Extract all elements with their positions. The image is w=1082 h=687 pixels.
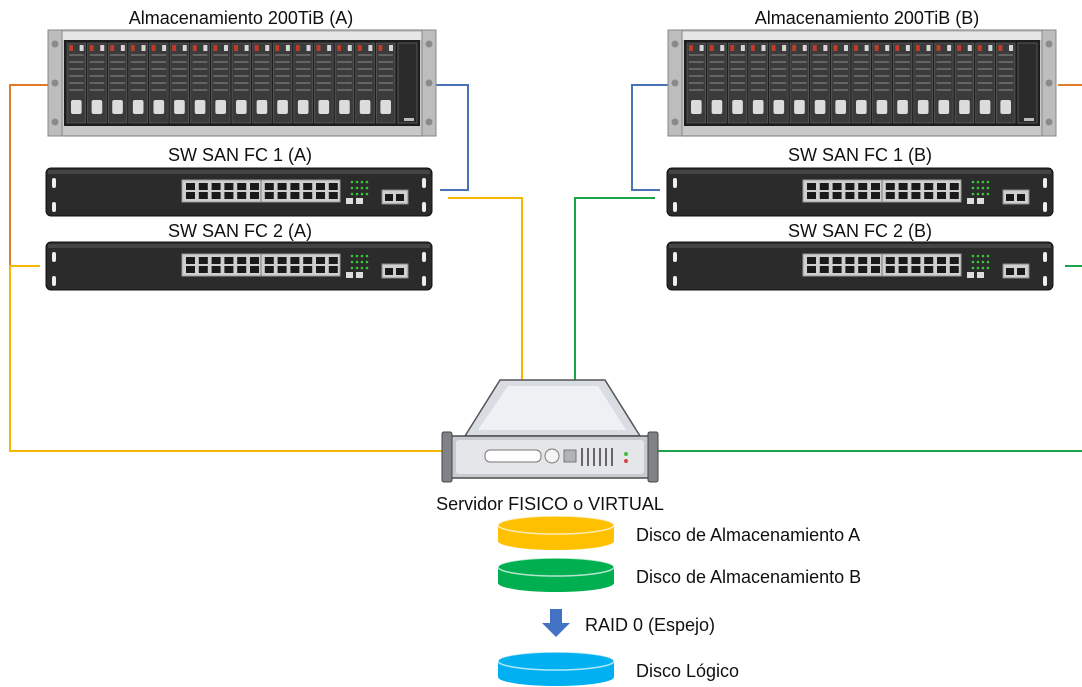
- server-icon: [441, 379, 659, 483]
- drive-bay: [851, 42, 871, 124]
- drive-bay: [686, 42, 706, 124]
- switch-a2-label: SW SAN FC 2 (A): [167, 221, 313, 241]
- legend-disk-a-label: Disco de Almacenamiento A: [636, 525, 861, 545]
- drive-bay: [334, 42, 355, 124]
- drive-bay: [314, 42, 334, 124]
- drive-bay: [789, 42, 810, 124]
- storage-b-label: Almacenamiento 200TiB (B): [754, 8, 980, 28]
- drive-bay: [231, 42, 251, 124]
- switch-b1-label: SW SAN FC 1 (B): [787, 145, 933, 165]
- switch-a2-icon: [45, 241, 433, 291]
- logical-disk-icon: [497, 651, 615, 686]
- drive-bay: [293, 42, 313, 124]
- drive-bay: [892, 42, 913, 124]
- switch-a1-icon: [45, 167, 433, 217]
- drive-bay: [810, 42, 830, 124]
- disk-b-icon: [497, 557, 615, 592]
- raid-arrow-icon: [542, 609, 570, 637]
- switch-b2-icon: [666, 241, 1054, 291]
- drive-bay: [355, 42, 375, 124]
- cable-yellow-top: [448, 197, 523, 380]
- drive-bay: [707, 42, 727, 124]
- drive-bay: [128, 42, 148, 124]
- drive-bay: [831, 42, 851, 124]
- cable-blue-b: [631, 84, 670, 191]
- legend-logical-label: Disco Lógico: [636, 661, 740, 681]
- drive-bay: [769, 42, 789, 124]
- drive-bay: [727, 42, 748, 124]
- drive-bay: [66, 42, 86, 124]
- drive-bay: [190, 42, 210, 124]
- drive-bay: [913, 42, 933, 124]
- drive-bay: [376, 42, 396, 124]
- storage-a-icon: [47, 29, 437, 137]
- drive-bay: [954, 42, 975, 124]
- drive-bay: [934, 42, 954, 124]
- drive-bay: [107, 42, 128, 124]
- drive-bay: [872, 42, 892, 124]
- disk-a-icon: [497, 515, 615, 550]
- drive-bay: [975, 42, 995, 124]
- drive-bay: [169, 42, 190, 124]
- drive-bay: [748, 42, 768, 124]
- drive-bay: [211, 42, 231, 124]
- cable-blue-a: [433, 84, 469, 191]
- cable-green-top: [574, 197, 655, 380]
- drive-bay: [149, 42, 169, 124]
- drive-bay: [87, 42, 107, 124]
- drive-bay: [996, 42, 1016, 124]
- cable-yellow-side: [9, 265, 445, 452]
- switch-b2-label: SW SAN FC 2 (B): [787, 221, 933, 241]
- switch-b1-icon: [666, 167, 1054, 217]
- storage-b-icon: [667, 29, 1057, 137]
- legend-disk-b-label: Disco de Almacenamiento B: [636, 567, 862, 587]
- drive-bay: [272, 42, 293, 124]
- drive-bay: [252, 42, 272, 124]
- switch-a1-label: SW SAN FC 1 (A): [167, 145, 313, 165]
- server-label: Servidor FISICO o VIRTUAL: [436, 494, 664, 514]
- storage-a-label: Almacenamiento 200TiB (A): [128, 8, 354, 28]
- legend-raid-label: RAID 0 (Espejo): [585, 615, 716, 635]
